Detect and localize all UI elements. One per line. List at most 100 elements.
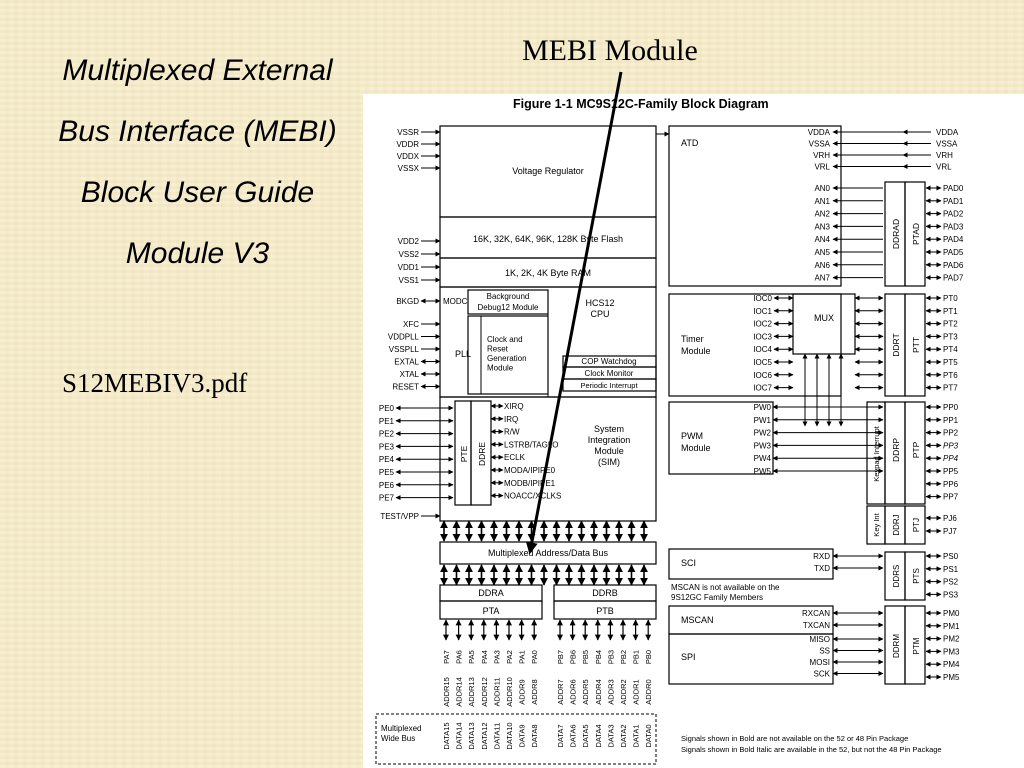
ptb-label: PTB: [596, 606, 614, 616]
data-pin-label: DATA7: [556, 724, 565, 747]
spi-label: SPI: [681, 652, 696, 662]
an-label: AN1: [814, 197, 830, 206]
pin-label: PT3: [943, 332, 958, 341]
ioc-label: IOC3: [753, 332, 772, 341]
spi-signal-label: MISO: [810, 635, 830, 644]
ddrad-label: DDRAD: [891, 219, 901, 249]
pin-label: VSS2: [399, 250, 420, 259]
wide-bus-label: Multiplexed: [381, 724, 421, 733]
ptp-label: PTP: [911, 441, 921, 458]
pe-signal-label: MODA/IPIPE0: [504, 466, 556, 475]
timer-block: [668, 293, 842, 397]
footnote: Signals shown in Bold Italic are availab…: [681, 745, 942, 754]
data-pin-label: DATA4: [594, 724, 603, 747]
ptt-label: PTT: [911, 337, 921, 353]
addr-pin-label: ADDR2: [619, 679, 628, 704]
pin-label: VDDA: [936, 128, 959, 137]
title-line: Bus Interface (MEBI): [58, 115, 337, 148]
timer-label: Module: [681, 346, 711, 356]
pin-label: PAD3: [943, 222, 964, 231]
pll-label: PLL: [455, 349, 471, 359]
pin-label: PJ6: [943, 514, 957, 523]
keypad-label: Keypad Interrupt: [872, 425, 881, 481]
pin-label: VRH: [936, 151, 953, 160]
ptad-label: PTAD: [911, 223, 921, 245]
sci-block: [668, 548, 834, 580]
pin-label: RESET: [392, 383, 419, 392]
addr-pin-label: ADDR11: [492, 677, 501, 706]
port-pin-label: PB4: [594, 650, 603, 664]
ptt-block: [904, 293, 926, 397]
ddre-label: DDRE: [477, 442, 487, 466]
addr-pin-label: ADDR9: [518, 679, 527, 704]
pin-label: PE3: [379, 442, 395, 451]
addr-pin-label: ADDR4: [594, 679, 603, 704]
port-pin-label: PA3: [492, 650, 501, 664]
data-pin-label: DATA3: [606, 724, 615, 747]
ddrj-label: DDRJ: [892, 514, 901, 535]
pts-block: [904, 551, 926, 601]
figure-caption: Figure 1-1 MC9S12C-Family Block Diagram: [513, 97, 769, 111]
atd-signal-label: VRL: [814, 163, 830, 172]
pwm-label: Module: [681, 443, 711, 453]
pw-label: PW0: [754, 403, 772, 412]
addr-pin-label: ADDR6: [569, 679, 578, 704]
port-pin-label: PB7: [556, 650, 565, 664]
ptm-block: [904, 605, 926, 685]
addr-pin-label: ADDR10: [505, 677, 514, 707]
ddre-block: [470, 400, 492, 506]
mscan-note: MSCAN is not available on the: [671, 583, 780, 592]
crg-label: Module: [487, 364, 514, 373]
pin-label: VDD1: [398, 263, 420, 272]
atd-signal-label: VDDA: [808, 128, 831, 137]
pin-label: PT1: [943, 307, 958, 316]
port-pin-label: PA6: [455, 650, 464, 664]
ptb-block: [553, 600, 657, 620]
ioc-label: IOC7: [753, 384, 772, 393]
ioc-label: IOC5: [753, 358, 772, 367]
pin-label: VDDX: [397, 152, 420, 161]
data-pin-label: DATA9: [518, 724, 527, 747]
spi-signal-label: MOSI: [810, 658, 830, 667]
sci-label: SCI: [681, 558, 696, 568]
pin-label: PE4: [379, 455, 395, 464]
ioc-label: IOC4: [753, 345, 772, 354]
an-label: AN3: [814, 222, 830, 231]
data-pin-label: DATA12: [480, 722, 489, 749]
atd-signal-label: VSSA: [809, 140, 831, 149]
ddra-label: DDRA: [478, 588, 504, 598]
pin-label: PM0: [943, 609, 960, 618]
port-pin-label: PB3: [606, 650, 615, 664]
wide-bus-label: Wide Bus: [381, 734, 415, 743]
pin-label: PT0: [943, 294, 958, 303]
port-pin-label: PA4: [480, 650, 489, 664]
data-pin-label: DATA10: [505, 722, 514, 749]
ioc-label: IOC6: [753, 371, 772, 380]
pin-label: PP1: [943, 416, 959, 425]
ioc-label: IOC2: [753, 320, 772, 329]
pin-label: VSS1: [399, 276, 420, 285]
pta-block: [439, 600, 543, 620]
keyint-label: Key Int: [872, 512, 881, 536]
ptad-block: [904, 181, 926, 287]
pin-label: PS3: [943, 590, 959, 599]
atd-signal-label: VRH: [813, 151, 830, 160]
port-pin-label: PA2: [505, 650, 514, 664]
port-pin-label: PA1: [518, 650, 527, 664]
atd-block: [668, 125, 842, 287]
ioc-label: IOC0: [753, 294, 772, 303]
pdf-filename: S12MEBIV3.pdf: [62, 368, 248, 398]
pe-signal-label: R/W: [504, 428, 520, 437]
pin-label: PM4: [943, 660, 960, 669]
an-label: AN2: [814, 210, 830, 219]
ddrt-label: DDRT: [891, 333, 901, 356]
pin-label: PE6: [379, 481, 395, 490]
modc-label: MODC: [443, 297, 468, 306]
pin-label: PM3: [943, 647, 960, 656]
ptm-label: PTM: [912, 637, 921, 654]
port-pin-label: PA7: [442, 650, 451, 664]
bdm-label: Background: [487, 292, 530, 301]
pin-label: XTAL: [400, 370, 420, 379]
data-pin-label: DATA14: [455, 722, 464, 749]
pw-label: PW2: [754, 429, 772, 438]
